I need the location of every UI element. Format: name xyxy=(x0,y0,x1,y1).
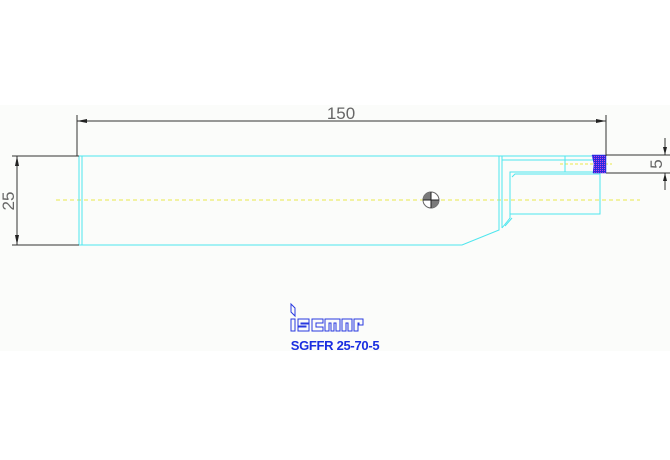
dimension-blade-width xyxy=(606,138,670,190)
part-number: SGFFR 25-70-5 xyxy=(290,338,380,353)
dimension-length xyxy=(76,115,607,156)
dimension-length-label: 150 xyxy=(327,104,355,123)
dimension-height xyxy=(12,155,79,246)
brand-logo xyxy=(290,302,364,332)
tool-outline xyxy=(78,155,606,246)
dimension-height-label: 25 xyxy=(0,192,18,211)
dimension-blade-width-label: 5 xyxy=(647,159,666,168)
drawing-background xyxy=(0,105,670,351)
center-of-gravity-icon xyxy=(422,191,440,209)
grooving-insert xyxy=(591,154,607,174)
